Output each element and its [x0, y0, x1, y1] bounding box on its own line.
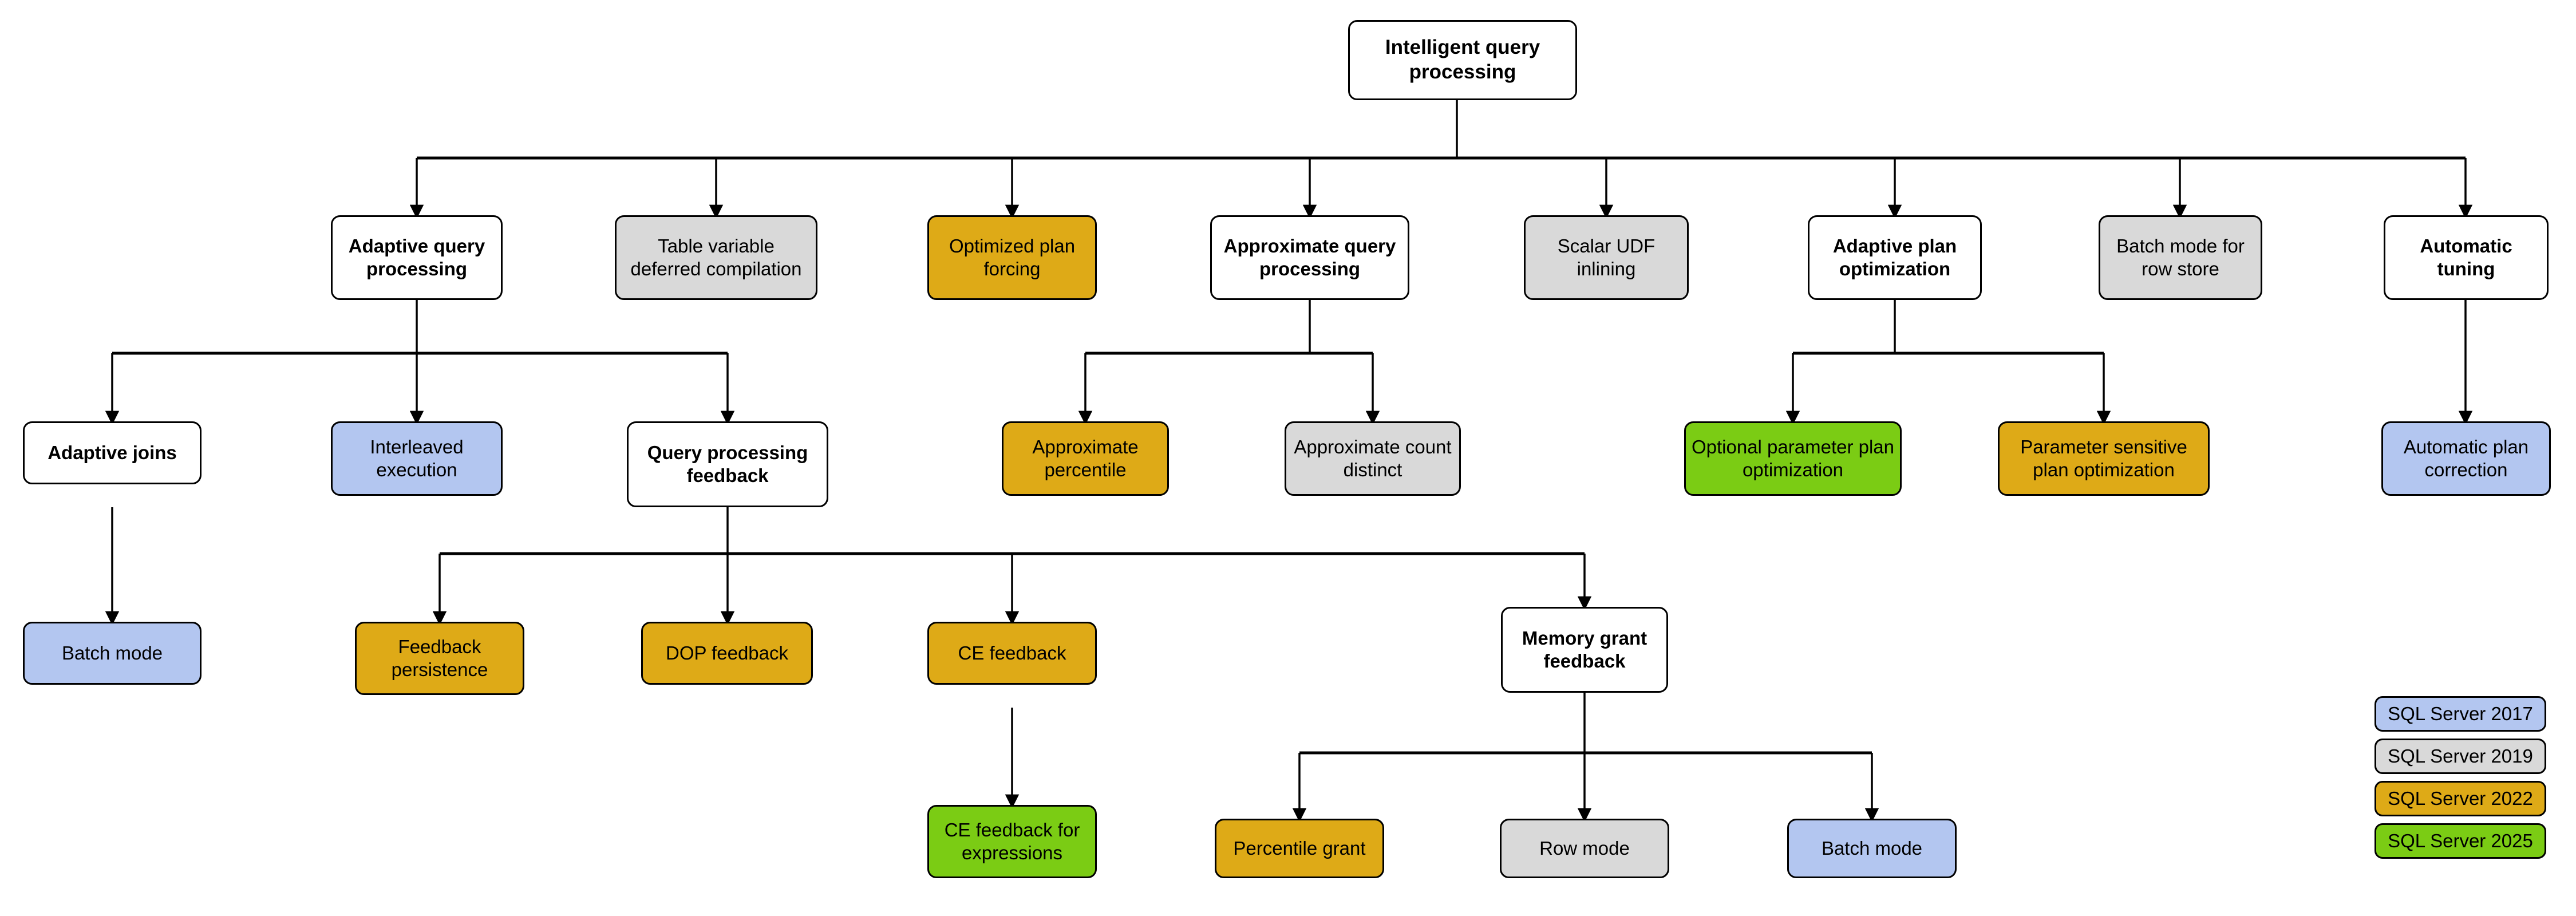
legend-item-sql-server-2019: SQL Server 2019	[2374, 739, 2546, 774]
node-feedback-persistence[interactable]: Feedback persistence	[355, 622, 524, 695]
node-percentile-grant[interactable]: Percentile grant	[1215, 819, 1384, 878]
node-memory-grant-feedback[interactable]: Memory grant feedback	[1501, 607, 1668, 693]
node-parameter-sensitive-plan-optimization[interactable]: Parameter sensitive plan optimization	[1998, 421, 2210, 496]
node-table-variable-deferred-compilation[interactable]: Table variable deferred compilation	[615, 215, 817, 300]
legend-item-sql-server-2022: SQL Server 2022	[2374, 781, 2546, 816]
node-optimized-plan-forcing[interactable]: Optimized plan forcing	[927, 215, 1097, 300]
node-batch-mode-for-row-store[interactable]: Batch mode for row store	[2099, 215, 2262, 300]
node-optional-parameter-plan-optimization[interactable]: Optional parameter plan optimization	[1684, 421, 1902, 496]
node-approximate-count-distinct[interactable]: Approximate count distinct	[1285, 421, 1461, 496]
node-interleaved-execution[interactable]: Interleaved execution	[331, 421, 503, 496]
node-adaptive-query-processing[interactable]: Adaptive query processing	[331, 215, 503, 300]
node-automatic-plan-correction[interactable]: Automatic plan correction	[2381, 421, 2551, 496]
legend: SQL Server 2017 SQL Server 2019 SQL Serv…	[2374, 696, 2546, 866]
node-batch-mode-joins[interactable]: Batch mode	[23, 622, 202, 685]
node-approximate-percentile[interactable]: Approximate percentile	[1002, 421, 1169, 496]
node-adaptive-joins[interactable]: Adaptive joins	[23, 421, 202, 484]
node-automatic-tuning[interactable]: Automatic tuning	[2384, 215, 2549, 300]
node-ce-feedback[interactable]: CE feedback	[927, 622, 1097, 685]
node-batch-mode-grant[interactable]: Batch mode	[1787, 819, 1957, 878]
legend-item-sql-server-2025: SQL Server 2025	[2374, 823, 2546, 859]
node-intelligent-query-processing[interactable]: Intelligent query processing	[1348, 20, 1577, 100]
node-dop-feedback[interactable]: DOP feedback	[641, 622, 813, 685]
node-approximate-query-processing[interactable]: Approximate query processing	[1210, 215, 1409, 300]
legend-item-sql-server-2017: SQL Server 2017	[2374, 696, 2546, 732]
node-row-mode[interactable]: Row mode	[1500, 819, 1669, 878]
node-ce-feedback-for-expressions[interactable]: CE feedback for expressions	[927, 805, 1097, 878]
node-scalar-udf-inlining[interactable]: Scalar UDF inlining	[1524, 215, 1689, 300]
node-query-processing-feedback[interactable]: Query processing feedback	[627, 421, 828, 507]
node-adaptive-plan-optimization[interactable]: Adaptive plan optimization	[1808, 215, 1982, 300]
